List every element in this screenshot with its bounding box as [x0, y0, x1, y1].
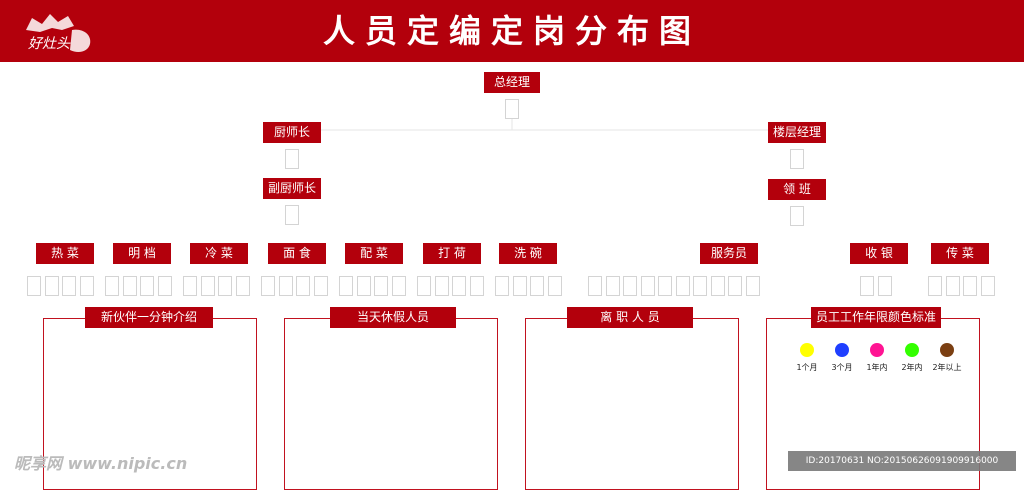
legend-label: 2年内 — [901, 363, 923, 372]
legend-label: 2年以上 — [932, 363, 962, 372]
photo-slot — [218, 276, 232, 296]
photo-slot — [105, 276, 119, 296]
photo-slot — [640, 276, 655, 296]
photo-slot — [285, 149, 299, 169]
photo-slot — [495, 276, 509, 296]
panel-title-day-off: 当天休假人员 — [330, 307, 456, 328]
panel-title-new-partner: 新伙伴一分钟介绍 — [85, 307, 213, 328]
photo-slot — [588, 276, 602, 296]
photo-slot — [745, 276, 760, 296]
position-general-manager: 总经理 — [484, 72, 540, 93]
photo-slot — [79, 276, 94, 296]
photo-slot — [928, 276, 942, 296]
station-hot-dishes: 热 菜 — [36, 243, 94, 264]
panel-title-resigned: 离 职 人 员 — [567, 307, 693, 328]
photo-slot — [945, 276, 960, 296]
station-plating: 打 荷 — [423, 243, 481, 264]
photo-slot — [313, 276, 328, 296]
panel-title-seniority: 员工工作年限颜色标准 — [811, 307, 941, 328]
photo-slot — [285, 205, 299, 225]
photo-slot — [157, 276, 172, 296]
photo-slot — [374, 276, 388, 296]
photo-slot — [710, 276, 725, 296]
photo-slot — [980, 276, 995, 296]
legend-label: 3个月 — [831, 363, 853, 372]
photo-slot — [452, 276, 466, 296]
legend-dot-within-1-year — [870, 343, 884, 357]
photo-slot — [790, 206, 804, 226]
photo-slot — [296, 276, 310, 296]
panel-resigned — [525, 318, 739, 490]
header-bar: 好灶头 人员定编定岗分布图 — [0, 0, 1024, 62]
position-team-leader: 领 班 — [768, 179, 826, 200]
legend-dot-within-2-years — [905, 343, 919, 357]
photo-slot — [675, 276, 690, 296]
photo-slot — [278, 276, 293, 296]
photo-slot — [790, 149, 804, 169]
photo-slot — [693, 276, 707, 296]
photo-slot — [512, 276, 527, 296]
station-prep: 配 菜 — [345, 243, 403, 264]
photo-slot — [505, 99, 519, 119]
photo-slot — [605, 276, 620, 296]
station-runner: 传 菜 — [931, 243, 989, 264]
position-sous-chef: 副厨师长 — [263, 178, 321, 199]
photo-slot — [434, 276, 449, 296]
legend-dot-3-months — [835, 343, 849, 357]
image-id-bar: ID:20170631 NO:20150626091909916000 — [788, 451, 1016, 471]
position-head-chef: 厨师长 — [263, 122, 321, 143]
logo-text: 好灶头 — [28, 36, 71, 52]
photo-slot — [122, 276, 137, 296]
photo-slot — [658, 276, 672, 296]
photo-slot — [391, 276, 406, 296]
photo-slot — [200, 276, 215, 296]
photo-slot — [417, 276, 431, 296]
legend-label: 1年内 — [866, 363, 888, 372]
legend-dot-over-2-years — [940, 343, 954, 357]
photo-slot — [261, 276, 275, 296]
station-open-kitchen: 明 档 — [113, 243, 171, 264]
panel-day-off — [284, 318, 498, 490]
legend-dot-1-month — [800, 343, 814, 357]
photo-slot — [877, 276, 892, 296]
photo-slot — [623, 276, 637, 296]
photo-slot — [356, 276, 371, 296]
photo-slot — [235, 276, 250, 296]
photo-slot — [530, 276, 544, 296]
photo-slot — [963, 276, 977, 296]
station-waiter: 服务员 — [700, 243, 758, 264]
photo-slot — [339, 276, 353, 296]
photo-slot — [62, 276, 76, 296]
station-dishwashing: 洗 碗 — [499, 243, 557, 264]
photo-slot — [140, 276, 154, 296]
photo-slot — [469, 276, 484, 296]
photo-slot — [183, 276, 197, 296]
station-cold-dishes: 冷 菜 — [190, 243, 248, 264]
position-floor-manager: 楼层经理 — [768, 122, 826, 143]
brand-logo-icon: 好灶头 — [26, 14, 91, 52]
photo-slot — [728, 276, 742, 296]
station-cashier: 收 银 — [850, 243, 908, 264]
page-title: 人员定编定岗分布图 — [322, 12, 701, 50]
photo-slot — [860, 276, 874, 296]
station-pastry: 面 食 — [268, 243, 326, 264]
photo-slot — [44, 276, 59, 296]
legend-label: 1个月 — [796, 363, 818, 372]
photo-slot — [547, 276, 562, 296]
site-watermark: 昵享网 www.nipic.cn — [14, 454, 188, 473]
photo-slot — [27, 276, 41, 296]
